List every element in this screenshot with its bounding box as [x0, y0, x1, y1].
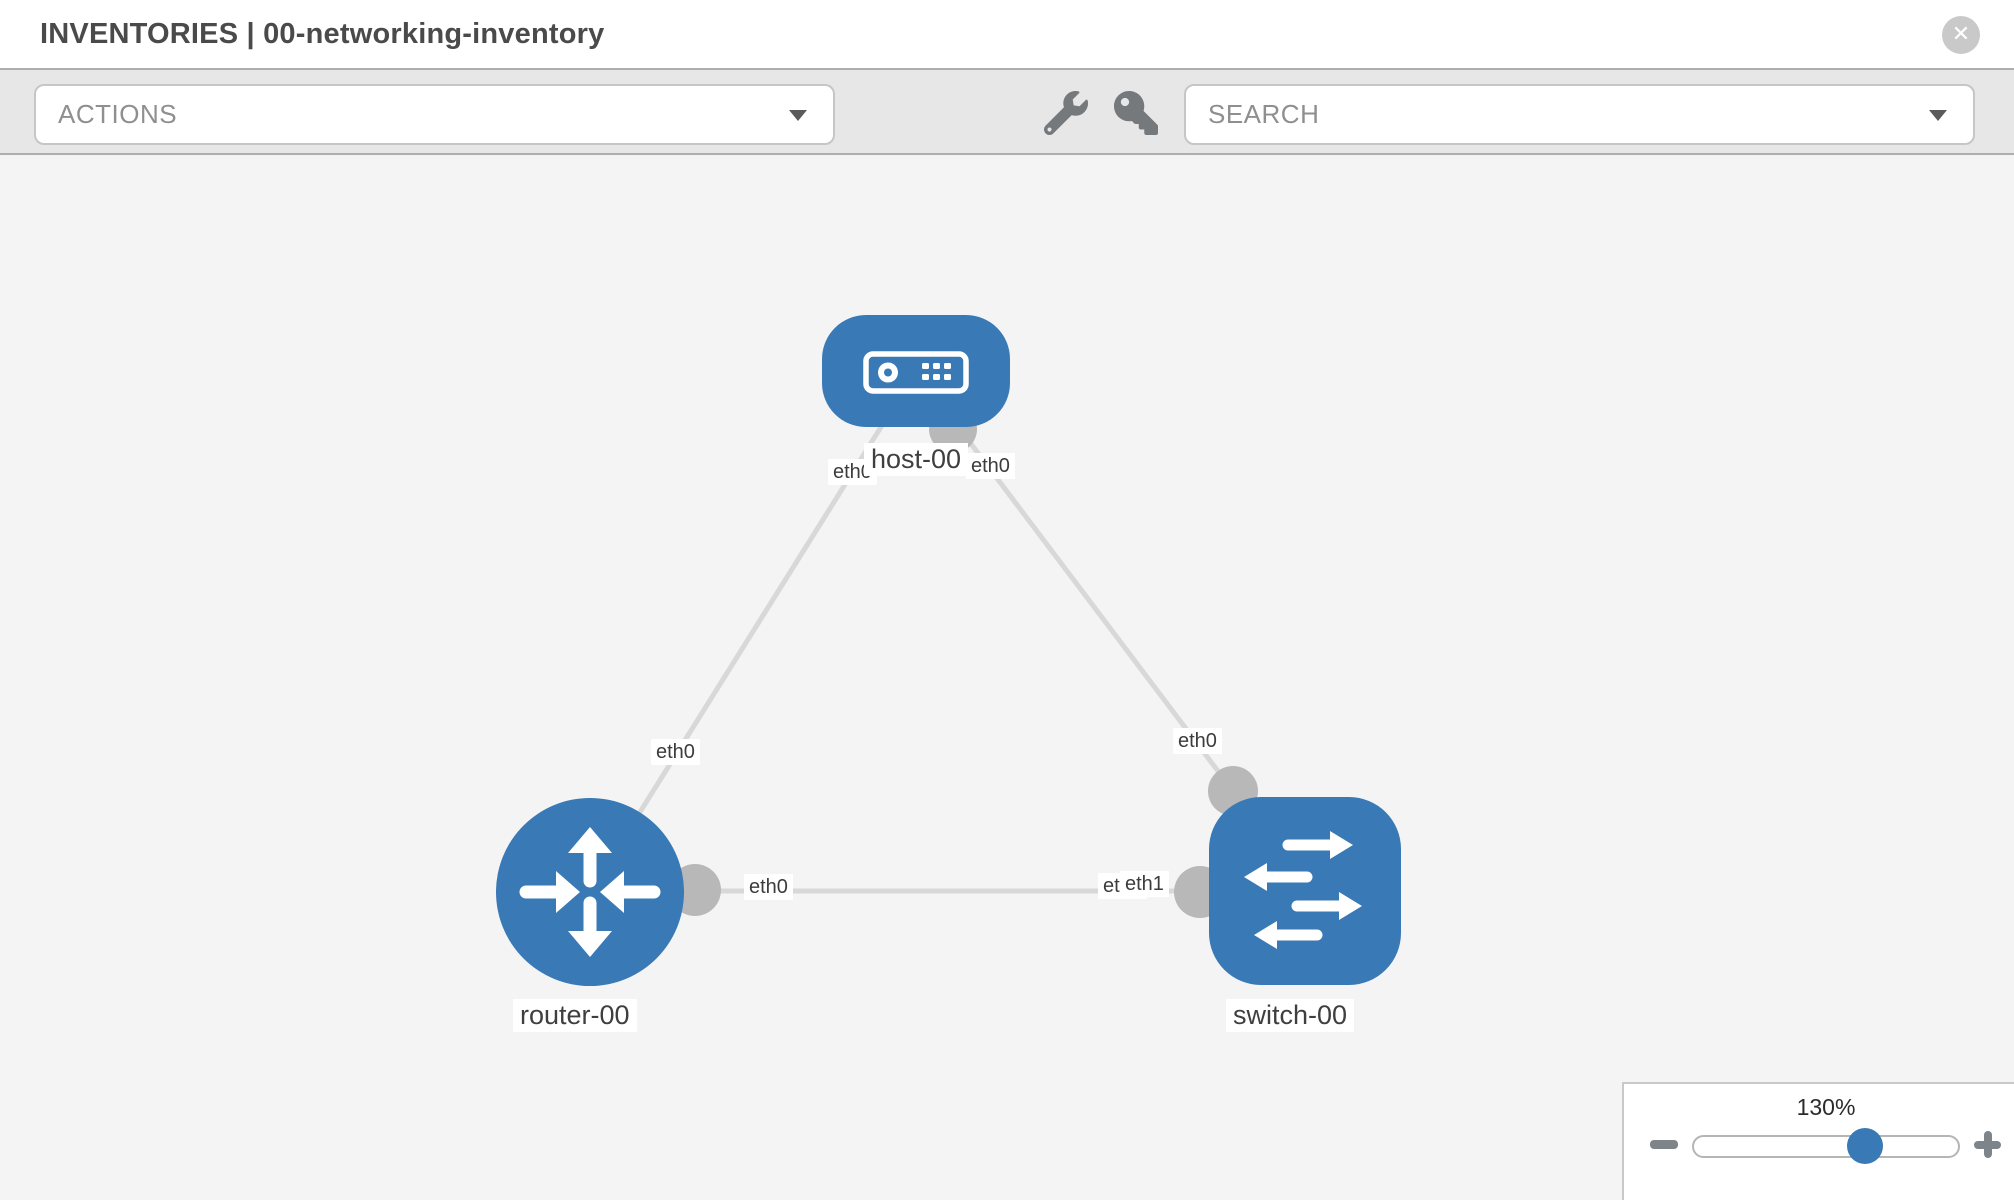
node-host[interactable]	[822, 315, 1010, 427]
interface-ports	[669, 405, 1258, 918]
zoom-slider-track[interactable]	[1692, 1135, 1960, 1158]
iface-label-switch-link-eth0: eth0	[1173, 728, 1222, 754]
wrench-icon[interactable]	[1044, 91, 1088, 135]
actions-dropdown-label: ACTIONS	[58, 99, 178, 129]
search-dropdown-label: SEARCH	[1208, 99, 1320, 129]
link-host-router[interactable]	[587, 369, 919, 894]
iface-label-switch-end-eth1: eth1	[1120, 871, 1169, 897]
server-icon	[863, 351, 969, 394]
iface-label-router-end-eth0: eth0	[744, 874, 793, 900]
zoom-out-button[interactable]	[1650, 1140, 1678, 1149]
zoom-slider-handle[interactable]	[1847, 1128, 1883, 1164]
zoom-level-value: 130%	[1796, 1094, 1856, 1120]
header: INVENTORIES | 00-networking-inventory ✕	[0, 0, 2014, 68]
iface-label-host-eth0-right: eth0	[966, 453, 1015, 479]
page-title: INVENTORIES | 00-networking-inventory	[40, 18, 605, 50]
search-dropdown[interactable]: SEARCH	[1184, 84, 1975, 145]
node-label-switch: switch-00	[1226, 999, 1355, 1032]
actions-dropdown[interactable]: ACTIONS	[34, 84, 835, 145]
plus-icon	[1984, 1131, 1992, 1158]
close-button[interactable]: ✕	[1942, 16, 1980, 54]
switch-arrows-icon	[1244, 831, 1362, 949]
node-label-host: host-00	[864, 443, 969, 476]
close-icon: ✕	[1951, 21, 1971, 46]
node-router[interactable]	[496, 798, 684, 986]
node-label-router: router-00	[513, 999, 637, 1032]
chevron-down-icon	[789, 110, 807, 121]
node-switch[interactable]	[1209, 797, 1401, 985]
zoom-in-button[interactable]	[1974, 1131, 2001, 1158]
topology-canvas[interactable]: eth0 eth0 eth0 eth0 eth0 eth0 eth1 host-…	[0, 155, 2014, 1200]
topology-graph	[496, 315, 1401, 986]
key-icon[interactable]	[1114, 91, 1158, 135]
toolbar: ACTIONS SEARCH	[0, 68, 2014, 155]
iface-label-router-link-eth0: eth0	[651, 739, 700, 765]
zoom-control-panel: 130%	[1622, 1082, 2014, 1200]
router-arrows-icon	[519, 827, 661, 957]
chevron-down-icon	[1929, 110, 1947, 121]
